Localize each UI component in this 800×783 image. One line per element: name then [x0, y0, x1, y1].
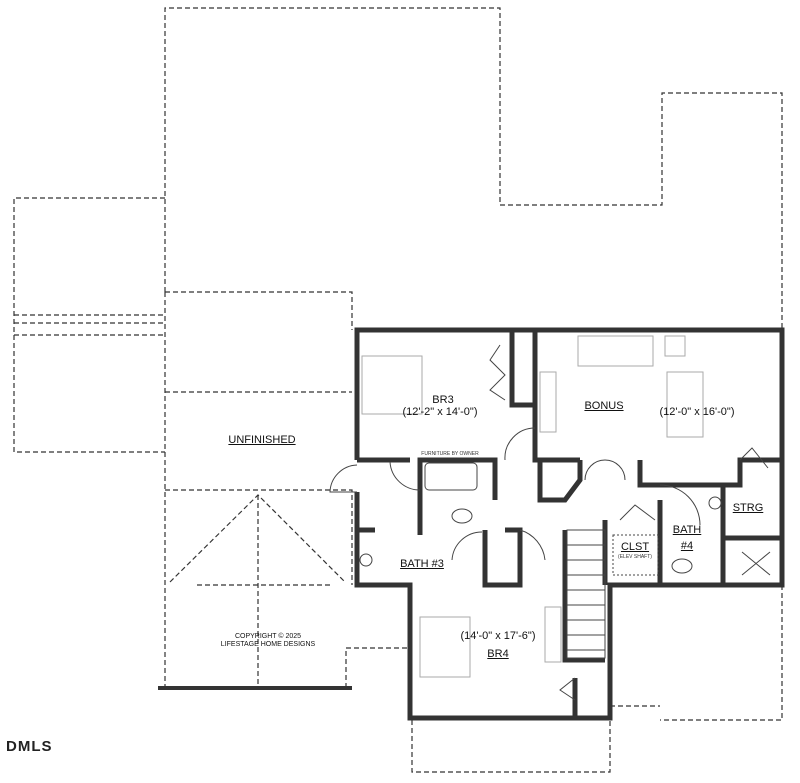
- bath4-label-1: BATH: [672, 524, 702, 536]
- roof-outlines: [13, 7, 783, 773]
- furniture: [359, 335, 771, 678]
- br3-size: (12'-2" x 14'-0"): [402, 406, 478, 418]
- bed-br3: [361, 355, 423, 415]
- toilet-icon: [451, 508, 473, 524]
- sink-icon: [359, 553, 373, 567]
- furniture-note: FURNITURE BY OWNER: [421, 451, 479, 457]
- stairs: [566, 529, 606, 659]
- toilet-icon: [671, 558, 693, 574]
- unfinished-label: UNFINISHED: [228, 434, 296, 446]
- attic-access-icon: [741, 551, 771, 576]
- copyright: COPYRIGHT © 2025 LIFESTAGE HOME DESIGNS: [221, 633, 315, 649]
- dmls-watermark: DMLS: [6, 738, 53, 755]
- strg-label: STRG: [732, 502, 764, 514]
- sink-icon: [708, 496, 722, 510]
- sectional: [666, 371, 704, 438]
- clst-label: CLST: [620, 541, 650, 553]
- bathtub-icon: [424, 462, 478, 491]
- br4-label: BR4: [487, 648, 509, 660]
- doors: [329, 344, 769, 701]
- br3-label: BR3: [432, 394, 454, 406]
- br4-size: (14'-0" x 17'-6"): [460, 630, 536, 642]
- walls: [354, 327, 785, 721]
- clst-note: (ELEV SHAFT): [618, 554, 652, 560]
- sofa: [577, 335, 654, 367]
- bed-br4: [419, 616, 471, 678]
- copyright-line2: LIFESTAGE HOME DESIGNS: [220, 641, 316, 648]
- bath3-label: BATH #3: [400, 558, 444, 570]
- bath4-label-2: #4: [680, 540, 694, 552]
- bonus-size: (12'-0" x 16'-0"): [659, 406, 735, 418]
- bonus-label: BONUS: [584, 400, 624, 412]
- copyright-line1: COPYRIGHT © 2025: [234, 633, 302, 640]
